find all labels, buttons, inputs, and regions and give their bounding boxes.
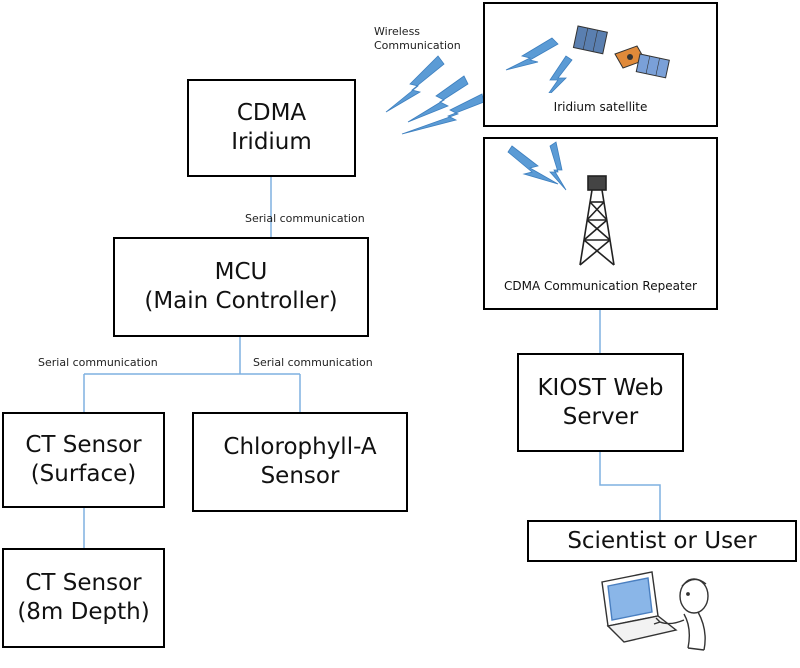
chlorophyll-line1: Chlorophyll-A	[223, 434, 377, 461]
serial-label-top: Serial communication	[245, 212, 365, 225]
chlorophyll-sensor-box: Chlorophyll-A Sensor	[192, 412, 408, 512]
mcu-box: MCU (Main Controller)	[113, 237, 369, 337]
kiost-web-server-box: KIOST Web Server	[517, 353, 684, 452]
serial-label-left: Serial communication	[38, 356, 158, 369]
wireless-line1: Wireless	[374, 25, 421, 38]
serial-label-right: Serial communication	[253, 356, 373, 369]
ct-sensor-depth-box: CT Sensor (8m Depth)	[2, 548, 165, 648]
chlorophyll-line2: Sensor	[260, 463, 340, 489]
cdma-iridium-box: CDMA Iridium	[187, 79, 356, 177]
kiost-line2: Server	[562, 403, 639, 430]
ct-sensor-surface-box: CT Sensor (Surface)	[2, 412, 165, 508]
scientist-user-box: Scientist or User	[527, 520, 797, 562]
satellite-icon	[505, 25, 670, 93]
wireless-lightning-icon	[385, 55, 485, 135]
cdma-repeater-panel: CDMA Communication Repeater	[483, 137, 718, 310]
iridium-satellite-label: Iridium satellite	[553, 100, 648, 114]
kiost-line1: KIOST Web	[537, 374, 664, 401]
ct-surface-line1: CT Sensor	[25, 432, 142, 459]
cdma-iridium-line2: Iridium	[231, 129, 312, 155]
scientist-user-label: Scientist or User	[567, 527, 757, 554]
cdma-repeater-label: CDMA Communication Repeater	[504, 279, 697, 293]
mcu-line1: MCU	[214, 259, 268, 286]
wireless-label: Wireless Communication	[374, 25, 461, 53]
tower-icon	[507, 141, 615, 266]
ct-surface-line2: (Surface)	[30, 461, 137, 487]
wireless-line2: Communication	[374, 39, 461, 52]
ct-depth-line2: (8m Depth)	[17, 599, 150, 625]
line-kiost-user	[599, 452, 661, 520]
person-laptop-icon	[601, 571, 709, 651]
mcu-line2: (Main Controller)	[144, 288, 338, 314]
ct-depth-line1: CT Sensor	[25, 570, 142, 597]
cdma-iridium-line1: CDMA	[236, 100, 307, 127]
